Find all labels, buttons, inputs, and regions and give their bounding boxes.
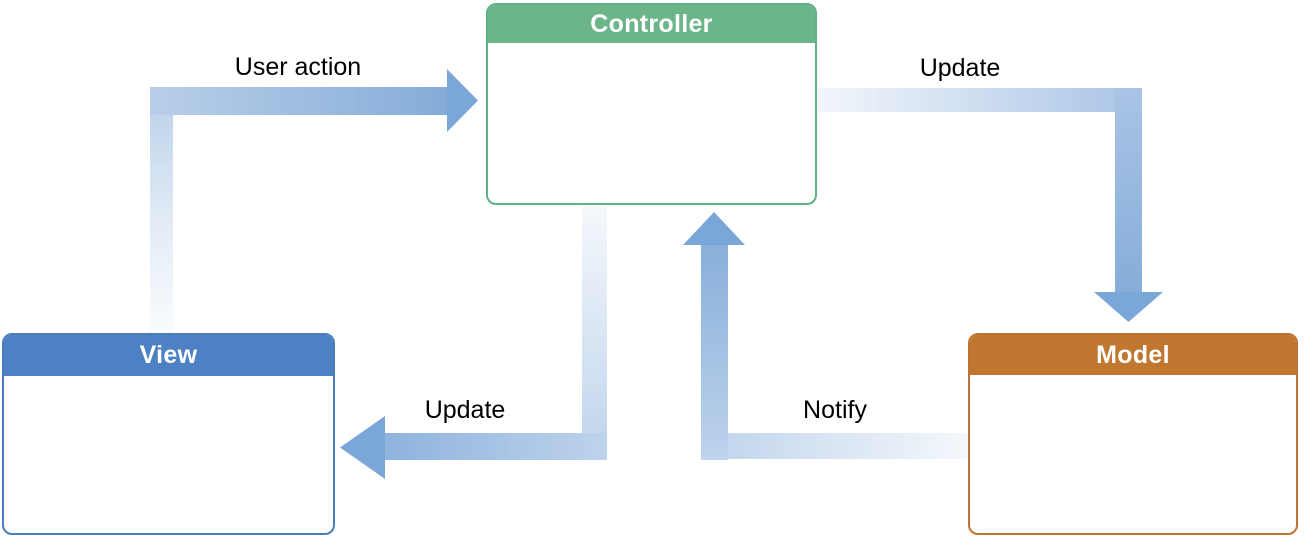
controller-box-title: Controller <box>590 9 713 38</box>
model-box: Model <box>968 333 1298 535</box>
notify-arrowhead-up-icon <box>683 212 745 245</box>
user-action-label: User action <box>234 53 362 81</box>
update-view-arrow-vertical-shaft <box>582 207 607 460</box>
update-view-arrow-horizontal-shaft <box>385 433 607 460</box>
update-view-label: Update <box>424 396 506 424</box>
notify-arrow-horizontal-shaft <box>701 433 970 459</box>
update-model-arrow-vertical-shaft <box>1115 88 1142 293</box>
notify-arrow-vertical-shaft <box>701 244 728 460</box>
model-box-header: Model <box>970 335 1296 375</box>
update-model-label: Update <box>919 54 1001 82</box>
notify-label: Notify <box>803 396 867 424</box>
controller-box-header: Controller <box>488 5 815 43</box>
view-box-header: View <box>4 335 333 376</box>
user-action-arrowhead-right-icon <box>447 69 478 132</box>
user-action-arrow-horizontal-shaft <box>150 87 447 115</box>
model-box-title: Model <box>1096 340 1170 369</box>
update-model-arrow-horizontal-shaft <box>818 88 1142 112</box>
view-box-title: View <box>139 341 198 369</box>
update-view-arrowhead-left-icon <box>340 416 385 479</box>
update-model-arrowhead-down-icon <box>1094 292 1163 322</box>
user-action-arrow-vertical-shaft <box>150 87 173 333</box>
view-box: View <box>2 333 335 535</box>
controller-box: Controller <box>486 3 817 205</box>
